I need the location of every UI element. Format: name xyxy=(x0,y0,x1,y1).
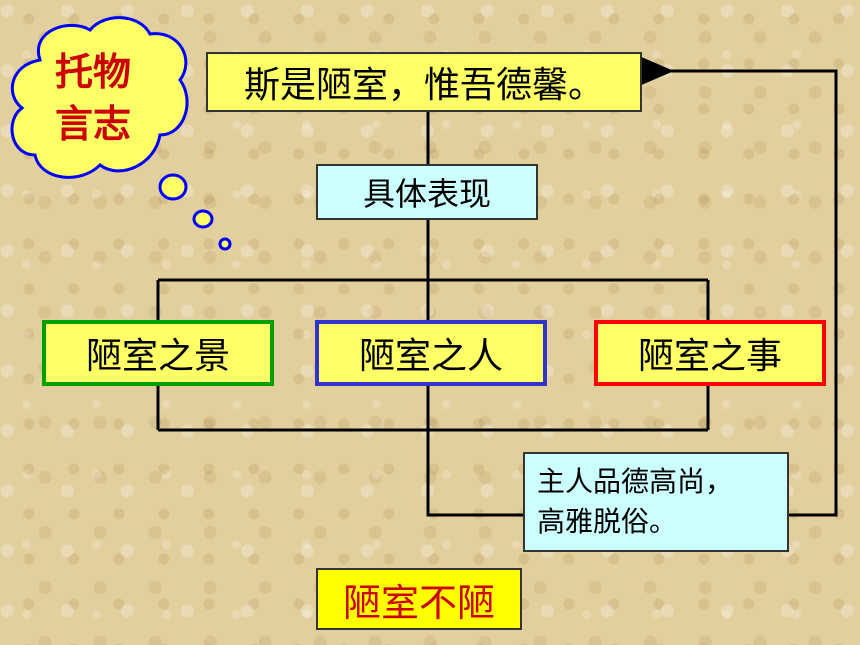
cloud-line-2: 言志 xyxy=(54,102,131,146)
conclusion-box: 陋室不陋 xyxy=(316,568,522,630)
branch-person-box: 陋室之人 xyxy=(315,320,547,386)
cloud-label: 托物 言志 xyxy=(28,46,158,150)
top-quote-box: 斯是陋室，惟吾德馨。 xyxy=(206,52,642,112)
cloud-line-1: 托物 xyxy=(54,50,131,94)
branch-event-box: 陋室之事 xyxy=(594,320,826,386)
concrete-manifestation-box: 具体表现 xyxy=(316,164,538,220)
owner-line-1: 主人品德高尚， xyxy=(537,465,734,498)
branch-scene-box: 陋室之景 xyxy=(42,320,274,386)
owner-line-2: 高雅脱俗。 xyxy=(537,505,678,538)
owner-virtue-box: 主人品德高尚， 高雅脱俗。 xyxy=(523,452,789,552)
feedback-arrow xyxy=(632,53,838,517)
line-person-to-owner xyxy=(426,386,523,517)
thought-cloud xyxy=(10,16,232,251)
